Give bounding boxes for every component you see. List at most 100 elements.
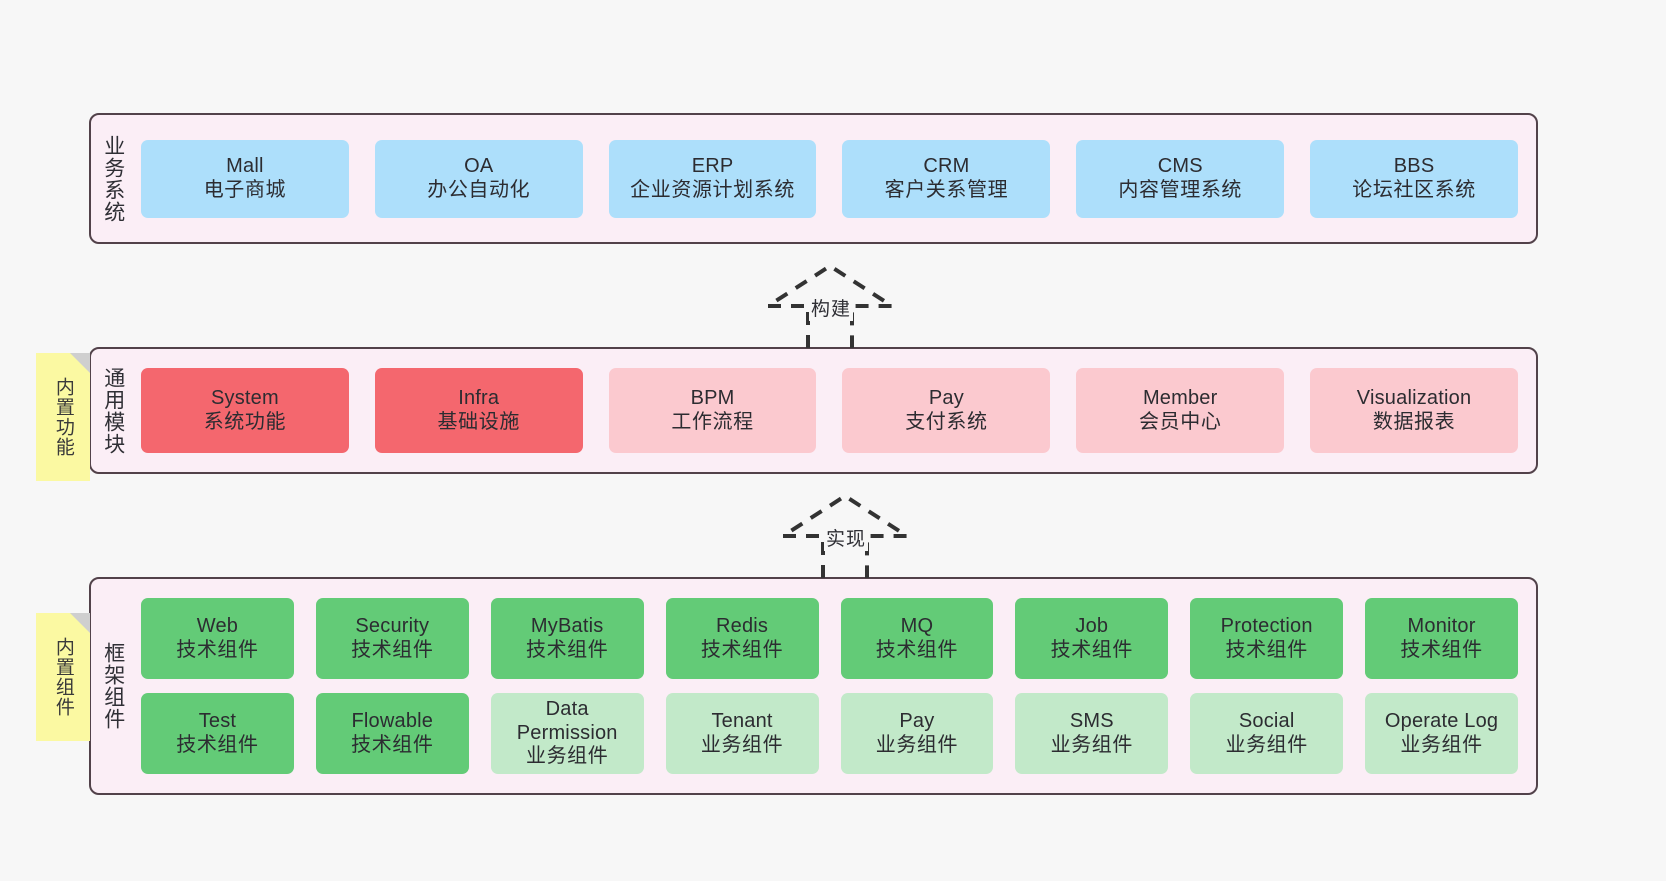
card-title: Protection [1220, 614, 1313, 637]
card-title: Visualization [1356, 386, 1472, 409]
card-subtitle: 业务组件 [1050, 733, 1134, 756]
card-cms[interactable]: CMS 内容管理系统 [1076, 139, 1285, 218]
card-subtitle: 论坛社区系统 [1352, 178, 1476, 201]
card-title: Redis [715, 614, 769, 637]
note-fold-icon [70, 613, 90, 633]
card-title: MyBatis [530, 614, 604, 637]
card-title: Operate Log [1384, 709, 1499, 732]
card-system[interactable]: System 系统功能 [141, 368, 349, 453]
connector-implement-label: 实现 [824, 524, 869, 551]
card-mq[interactable]: MQ 技术组件 [840, 598, 994, 679]
card-subtitle: 办公自动化 [427, 178, 531, 201]
card-title: OA [464, 154, 494, 177]
card-title: Social [1238, 709, 1295, 732]
card-subtitle: 数据报表 [1372, 410, 1456, 433]
card-bpm[interactable]: BPM 工作流程 [608, 368, 817, 453]
card-visualization[interactable]: Visualization 数据报表 [1310, 368, 1518, 453]
card-subtitle: 业务组件 [1400, 733, 1483, 756]
card-pay-component[interactable]: Pay 业务组件 [840, 693, 994, 774]
layer-body-framework-components: Web 技术组件 Security 技术组件 MyBatis 技术组件 Redi… [135, 579, 1536, 793]
card-subtitle: 技术组件 [875, 638, 959, 661]
card-subtitle: 企业资源计划系统 [630, 178, 795, 201]
card-subtitle: 技术组件 [1050, 638, 1134, 661]
connector-build-label: 构建 [809, 294, 854, 321]
card-protection[interactable]: Protection 技术组件 [1190, 598, 1344, 679]
card-subtitle: 业务组件 [700, 733, 784, 756]
note-label: 内置功能 [52, 377, 74, 457]
card-subtitle: 基础设施 [437, 410, 520, 433]
card-data-permission[interactable]: Data Permission 业务组件 [490, 693, 644, 774]
card-subtitle: 电子商城 [203, 178, 287, 201]
card-tenant[interactable]: Tenant 业务组件 [665, 693, 819, 774]
card-crm[interactable]: CRM 客户关系管理 [842, 139, 1051, 218]
card-title: MQ [900, 614, 934, 637]
note-label: 内置组件 [52, 637, 74, 717]
card-title: BPM [690, 386, 735, 409]
card-subtitle: 技术组件 [351, 733, 434, 756]
card-title: ERP [691, 154, 734, 177]
layer-body-common-modules: System 系统功能 Infra 基础设施 BPM 工作流程 Pay 支付系统… [135, 349, 1536, 472]
card-oa[interactable]: OA 办公自动化 [374, 139, 583, 218]
layer-body-business-systems: Mall 电子商城 OA 办公自动化 ERP 企业资源计划系统 CRM 客户关系… [135, 115, 1536, 242]
card-title: CRM [923, 154, 970, 177]
card-web[interactable]: Web 技术组件 [141, 598, 294, 679]
note-builtin-functions: 内置功能 [36, 353, 90, 481]
layer-business-systems: 业务系统 Mall 电子商城 OA 办公自动化 ERP 企业资源计划系统 CRM… [89, 113, 1538, 244]
card-pay[interactable]: Pay 支付系统 [842, 368, 1051, 453]
card-row: Web 技术组件 Security 技术组件 MyBatis 技术组件 Redi… [141, 598, 1518, 679]
card-row: Mall 电子商城 OA 办公自动化 ERP 企业资源计划系统 CRM 客户关系… [141, 139, 1518, 218]
card-subtitle: 支付系统 [905, 410, 988, 433]
note-fold-icon [70, 353, 90, 373]
card-subtitle: 业务组件 [1225, 733, 1308, 756]
card-security[interactable]: Security 技术组件 [315, 598, 469, 679]
card-subtitle: 技术组件 [176, 638, 259, 661]
card-bbs[interactable]: BBS 论坛社区系统 [1310, 139, 1518, 218]
card-title: Flowable [351, 709, 434, 732]
card-sms[interactable]: SMS 业务组件 [1015, 693, 1169, 774]
card-title: CMS [1157, 154, 1203, 177]
card-title: Pay [928, 386, 964, 409]
connector-build: 构建 [760, 262, 900, 350]
card-subtitle: 会员中心 [1139, 410, 1222, 433]
card-title: Web [196, 614, 239, 637]
card-subtitle: 技术组件 [351, 638, 434, 661]
card-title: Data Permission [516, 698, 618, 744]
card-social[interactable]: Social 业务组件 [1190, 693, 1344, 774]
card-member[interactable]: Member 会员中心 [1076, 368, 1285, 453]
card-title: System [210, 386, 279, 409]
card-mall[interactable]: Mall 电子商城 [141, 139, 349, 218]
card-infra[interactable]: Infra 基础设施 [374, 368, 583, 453]
card-subtitle: 技术组件 [1225, 638, 1308, 661]
card-subtitle: 内容管理系统 [1118, 178, 1243, 201]
card-redis[interactable]: Redis 技术组件 [665, 598, 819, 679]
card-subtitle: 业务组件 [875, 733, 959, 756]
card-title: Member [1142, 386, 1218, 409]
card-subtitle: 技术组件 [700, 638, 784, 661]
card-operate-log[interactable]: Operate Log 业务组件 [1365, 693, 1518, 774]
card-subtitle: 技术组件 [176, 733, 259, 756]
card-title: BBS [1393, 154, 1435, 177]
layer-framework-components: 框架组件 Web 技术组件 Security 技术组件 MyBatis 技术组件… [89, 577, 1538, 795]
layer-title-framework-components: 框架组件 [101, 642, 125, 730]
card-row: System 系统功能 Infra 基础设施 BPM 工作流程 Pay 支付系统… [141, 368, 1518, 453]
note-builtin-components: 内置组件 [36, 613, 90, 741]
card-subtitle: 客户关系管理 [884, 178, 1009, 201]
layer-title-common-modules: 通用模块 [101, 366, 125, 455]
card-title: Infra [458, 386, 500, 409]
card-title: SMS [1069, 709, 1114, 732]
card-erp[interactable]: ERP 企业资源计划系统 [608, 139, 817, 218]
card-job[interactable]: Job 技术组件 [1015, 598, 1169, 679]
card-title: Tenant [711, 709, 773, 732]
card-subtitle: 工作流程 [671, 410, 754, 433]
layer-common-modules: 通用模块 System 系统功能 Infra 基础设施 BPM 工作流程 Pay… [89, 347, 1538, 474]
card-subtitle: 业务组件 [525, 745, 609, 768]
card-title: Security [355, 614, 430, 637]
card-test[interactable]: Test 技术组件 [141, 693, 294, 774]
card-monitor[interactable]: Monitor 技术组件 [1365, 598, 1518, 679]
card-title: Monitor [1407, 614, 1476, 637]
card-flowable[interactable]: Flowable 技术组件 [315, 693, 469, 774]
connector-implement: 实现 [775, 492, 915, 580]
card-row: Test 技术组件 Flowable 技术组件 Data Permission … [141, 693, 1518, 774]
card-mybatis[interactable]: MyBatis 技术组件 [490, 598, 644, 679]
card-subtitle: 系统功能 [203, 410, 287, 433]
